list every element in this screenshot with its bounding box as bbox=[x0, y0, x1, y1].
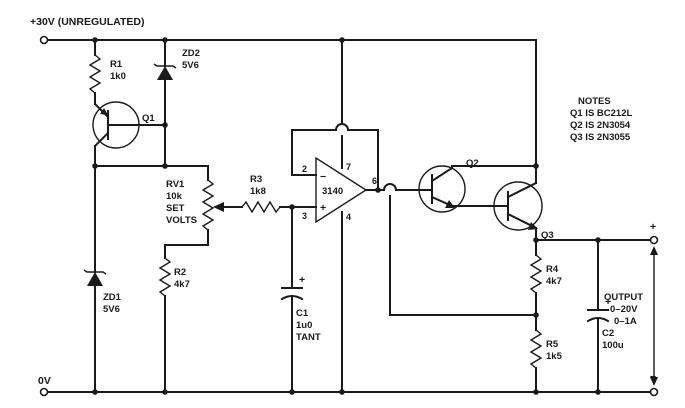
q3-ref: Q3 bbox=[541, 230, 554, 241]
opamp-inv-sign: − bbox=[320, 171, 326, 183]
r2-ref: R2 bbox=[174, 267, 186, 278]
c1-polarity: + bbox=[299, 274, 305, 286]
resistor-r5 bbox=[529, 314, 543, 393]
resistor-r1 bbox=[88, 39, 102, 105]
opamp-pin6: 6 bbox=[372, 176, 377, 186]
c2-ref: C2 bbox=[602, 328, 614, 339]
q2-ref: Q2 bbox=[466, 158, 479, 169]
capacitor-c2 bbox=[586, 239, 610, 393]
junction-dot bbox=[339, 389, 345, 395]
c1-value: 1u0 bbox=[296, 320, 312, 331]
zener-zd2 bbox=[153, 39, 177, 167]
zd1-value: 5V6 bbox=[103, 304, 120, 315]
transistor-q2 bbox=[417, 165, 537, 213]
output-positive-terminal[interactable] bbox=[649, 235, 659, 245]
c1-ref: C1 bbox=[296, 308, 309, 319]
r5-ref: R5 bbox=[546, 339, 559, 350]
rv1-volts: VOLTS bbox=[166, 215, 197, 226]
output-plus-sign: + bbox=[650, 221, 656, 233]
junction-dot bbox=[289, 389, 295, 395]
junction-dot bbox=[162, 389, 168, 395]
junction-dot bbox=[375, 187, 381, 193]
rv1-ref: RV1 bbox=[166, 179, 185, 190]
r5-value: 1k5 bbox=[546, 351, 563, 362]
opamp-pin2: 2 bbox=[302, 164, 307, 174]
junction-dot bbox=[533, 389, 539, 395]
r4-value: 4k7 bbox=[546, 276, 562, 287]
opamp-noninv-sign: + bbox=[320, 202, 326, 214]
output-range: 0–20V bbox=[610, 304, 638, 315]
r1-value: 1k0 bbox=[110, 71, 126, 82]
positive-rail bbox=[47, 39, 537, 184]
notes-line: Q2 IS 2N3054 bbox=[570, 120, 631, 131]
c2-polarity: + bbox=[605, 296, 611, 308]
ground-label: 0V bbox=[38, 375, 51, 387]
resistor-r2 bbox=[158, 244, 172, 393]
junction-dot bbox=[162, 163, 168, 169]
opamp-pin3: 3 bbox=[302, 211, 307, 221]
notes-block: NOTES Q1 IS BC212L Q2 IS 2N3054 Q3 IS 2N… bbox=[570, 96, 632, 143]
r1-ref: R1 bbox=[110, 59, 123, 70]
c1-type: TANT bbox=[296, 332, 321, 343]
rv1-value: 10k bbox=[166, 191, 183, 202]
c2-value: 100u bbox=[602, 340, 624, 351]
positive-input-terminal[interactable] bbox=[39, 35, 49, 45]
notes-heading: NOTES bbox=[578, 96, 611, 107]
resistor-r4 bbox=[529, 239, 543, 316]
opamp-pin7: 7 bbox=[346, 162, 351, 172]
junction-dot bbox=[533, 163, 539, 169]
rv1-set: SET bbox=[166, 203, 185, 214]
r3-ref: R3 bbox=[250, 174, 262, 185]
output-current: 0–1A bbox=[614, 316, 637, 327]
resistor-r3 bbox=[223, 200, 317, 214]
r2-value: 4k7 bbox=[174, 279, 190, 290]
zd2-ref: ZD2 bbox=[182, 48, 200, 59]
ground-input-terminal[interactable] bbox=[39, 387, 49, 397]
opamp-part: 3140 bbox=[322, 186, 343, 197]
r4-ref: R4 bbox=[546, 264, 559, 275]
zd1-ref: ZD1 bbox=[103, 292, 122, 303]
r3-value: 1k8 bbox=[250, 186, 266, 197]
potentiometer-rv1[interactable] bbox=[164, 165, 224, 246]
junction-dot bbox=[595, 389, 601, 395]
output-label: OUTPUT bbox=[604, 292, 643, 303]
transistor-q3 bbox=[493, 181, 543, 241]
output-arrow bbox=[650, 246, 658, 386]
notes-line: Q3 IS 2N3055 bbox=[570, 132, 631, 143]
zd2-value: 5V6 bbox=[182, 60, 199, 71]
q1-ref: Q1 bbox=[142, 113, 155, 124]
output-negative-terminal[interactable] bbox=[649, 387, 659, 397]
zener-zd1 bbox=[83, 165, 107, 393]
junction-dot bbox=[92, 389, 98, 395]
opamp-pin4: 4 bbox=[346, 212, 351, 222]
notes-line: Q1 IS BC212L bbox=[570, 108, 632, 119]
positive-supply-label: +30V (UNREGULATED) bbox=[30, 16, 144, 28]
capacitor-c1 bbox=[280, 206, 304, 393]
junction-dot bbox=[162, 122, 168, 128]
op-amp-3140 bbox=[291, 39, 419, 393]
transistor-q1 bbox=[92, 101, 166, 167]
